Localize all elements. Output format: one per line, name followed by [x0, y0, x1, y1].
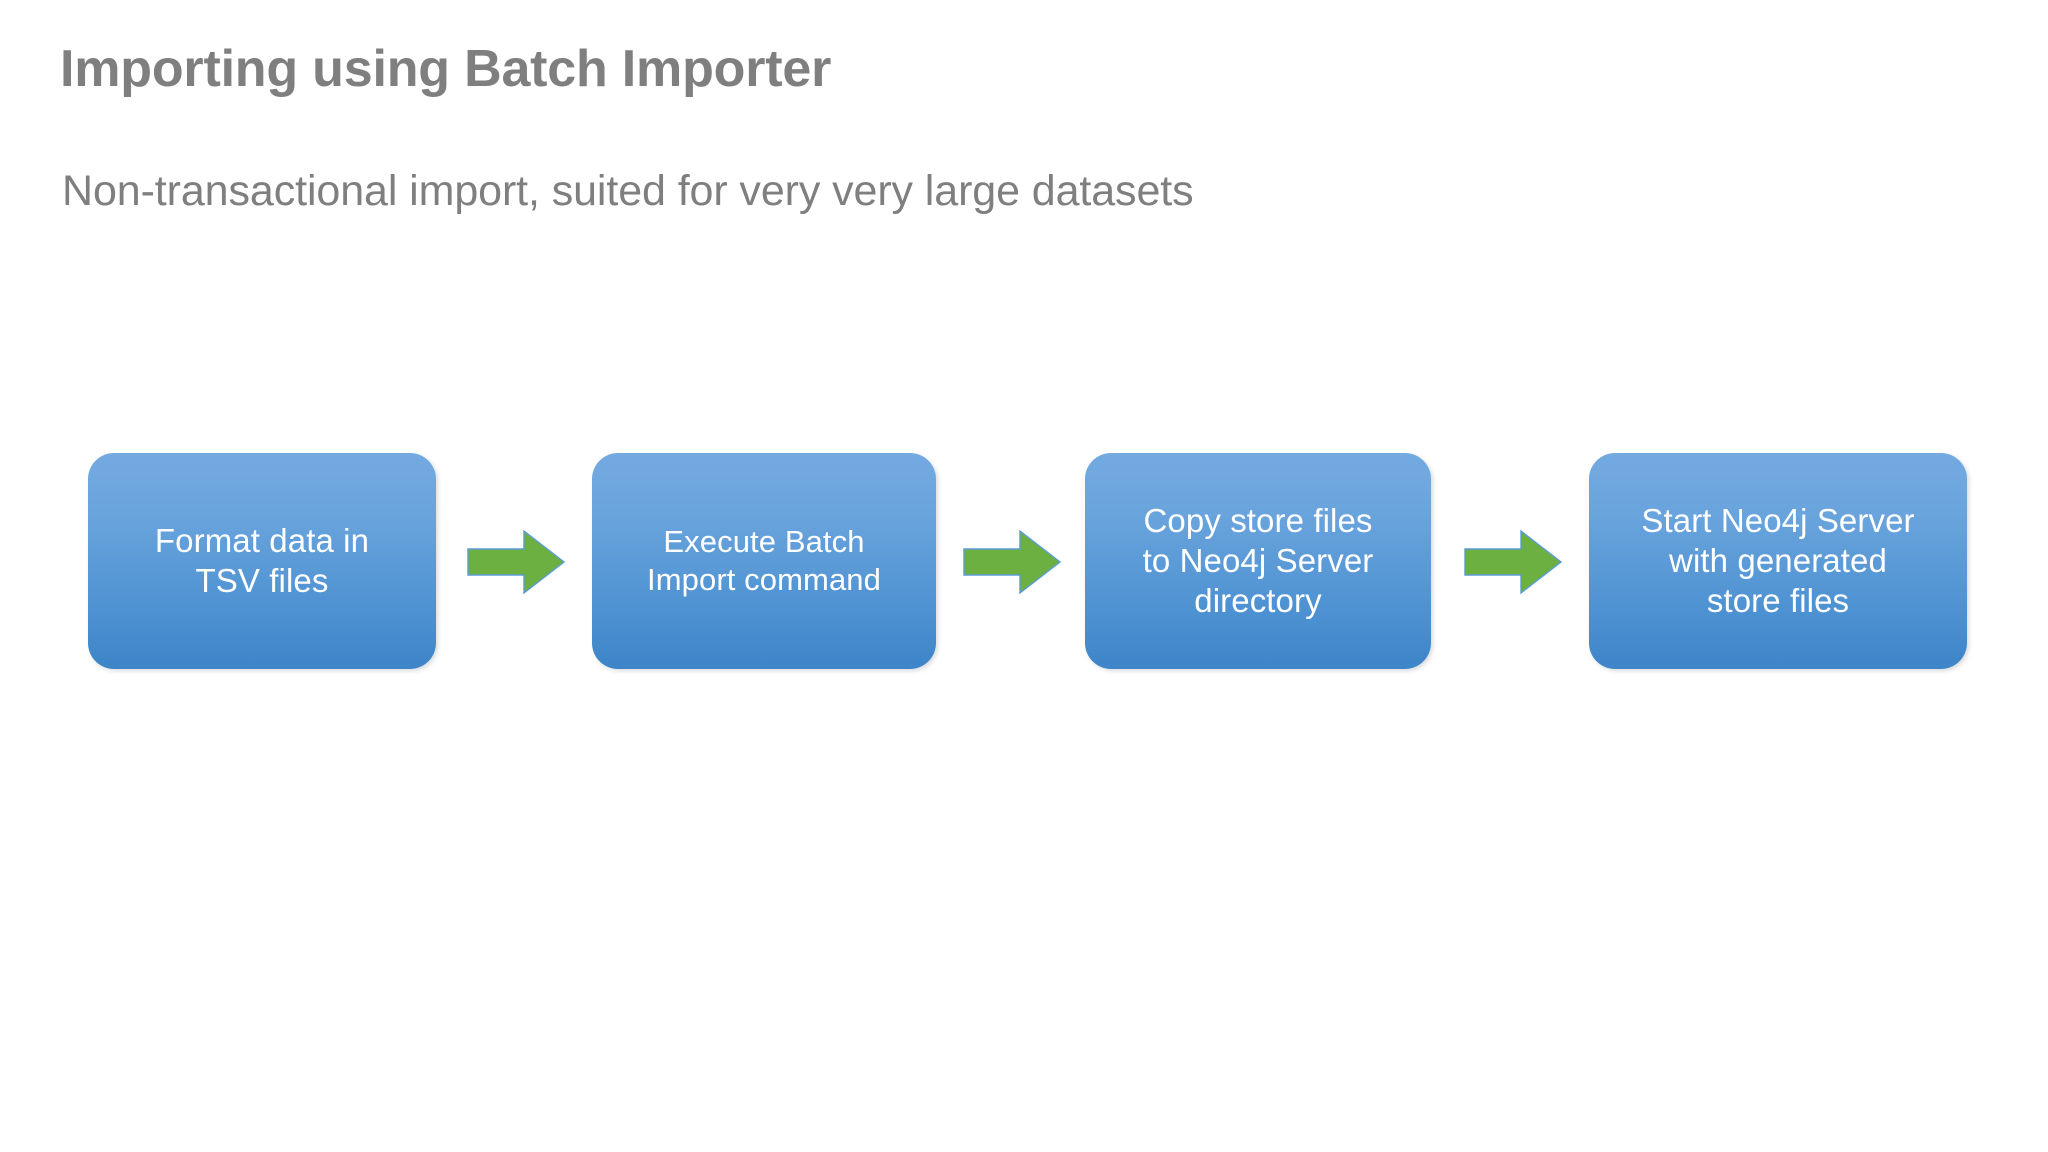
right-arrow-icon [962, 527, 1062, 597]
flow-step-3-label: Copy store files to Neo4j Server directo… [1142, 501, 1374, 620]
flow-step-1-label: Format data in TSV files [154, 521, 370, 599]
right-arrow-icon [1463, 527, 1563, 597]
flow-step-1[interactable]: Format data in TSV files [88, 453, 436, 669]
flow-step-2-label: Execute Batch Import command [647, 524, 881, 597]
flow-step-3[interactable]: Copy store files to Neo4j Server directo… [1085, 453, 1431, 669]
flow-step-4-label: Start Neo4j Server with generated store … [1641, 501, 1915, 620]
page-title: Importing using Batch Importer [60, 40, 832, 98]
page-subtitle: Non-transactional import, suited for ver… [62, 167, 1194, 215]
flow-step-4[interactable]: Start Neo4j Server with generated store … [1589, 453, 1967, 669]
flow-step-2[interactable]: Execute Batch Import command [592, 453, 936, 669]
right-arrow-icon [466, 527, 566, 597]
